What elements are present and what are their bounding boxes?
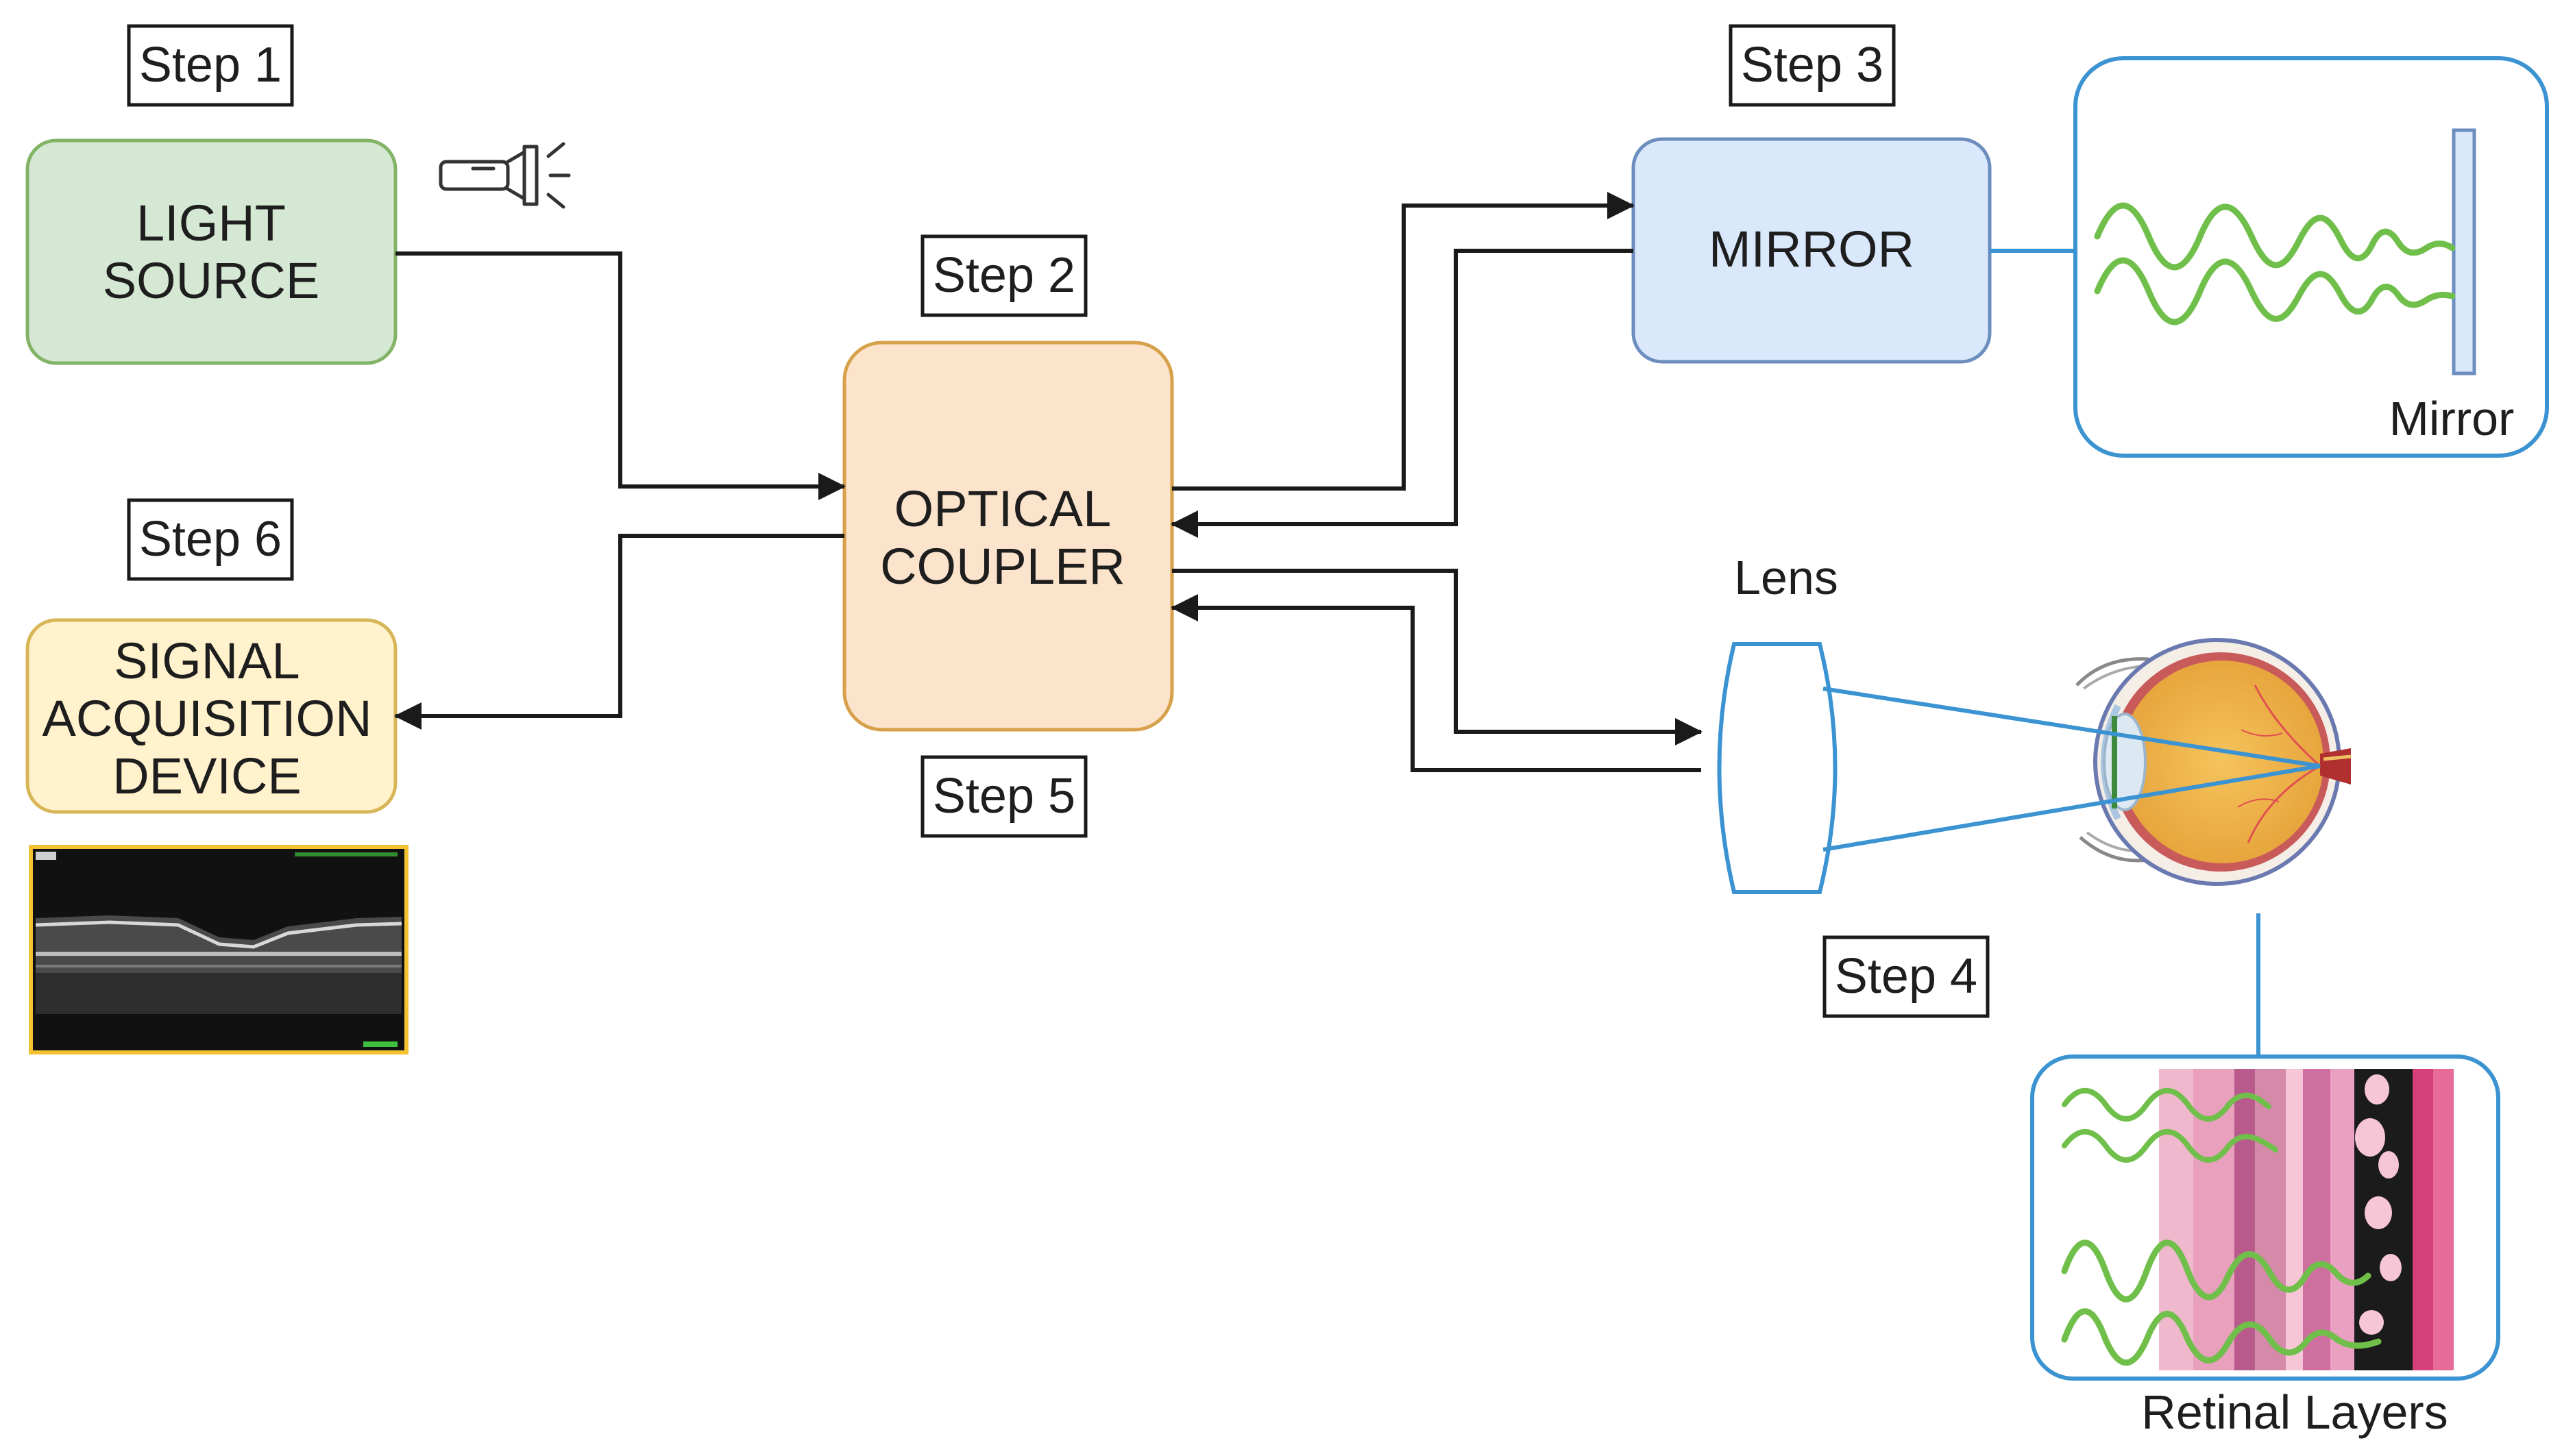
optical-coupler-line-1: OPTICAL	[894, 480, 1112, 537]
retina-wave-top-2	[2062, 1128, 2278, 1163]
connector-coupler-to-signal	[394, 534, 844, 730]
connector-coupler-to-lens	[1172, 569, 1703, 745]
step-3-text: Step 3	[1741, 38, 1883, 92]
step-1-text: Step 1	[139, 38, 282, 92]
connector-coupler-to-mirror	[1172, 192, 1635, 491]
lower-light-ray	[1822, 764, 2321, 852]
signal-acquisition-box: SIGNAL ACQUISITION DEVICE	[25, 618, 398, 814]
reflected-wave	[2094, 257, 2456, 325]
lens-shape	[1717, 642, 1838, 894]
eye-illustration	[2075, 638, 2352, 886]
step-4-text: Step 4	[1835, 949, 1977, 1004]
light-source-line-2: SOURCE	[103, 252, 320, 309]
step-6-text: Step 6	[139, 512, 282, 567]
step-6-label: Step 6	[127, 498, 294, 581]
step-3-label: Step 3	[1729, 24, 1896, 107]
mirror-caption: Mirror	[2389, 392, 2515, 445]
lens-caption: Lens	[1734, 551, 1838, 604]
retinal-layers-panel: Retinal Layers	[2030, 1054, 2500, 1439]
step-4-label: Step 4	[1822, 935, 1990, 1018]
retina-wave-bottom-2	[2061, 1308, 2382, 1366]
mirror-box-text: MIRROR	[1709, 221, 1914, 277]
connector-lens-to-coupler	[1171, 594, 1701, 772]
step-2-label: Step 2	[920, 234, 1088, 317]
incident-wave	[2094, 202, 2456, 271]
mirror-plate	[2452, 128, 2476, 375]
mirror-box: MIRROR	[1631, 137, 1992, 364]
step-5-label: Step 5	[920, 755, 1088, 838]
step-2-text: Step 2	[933, 248, 1075, 303]
optical-coupler-line-2: COUPLER	[880, 538, 1125, 595]
upper-light-ray	[1822, 687, 2321, 768]
signal-line-2: ACQUISITION	[42, 690, 371, 747]
light-source-line-1: LIGHT	[136, 195, 286, 251]
signal-line-1: SIGNAL	[114, 632, 300, 689]
connector-mirror-to-coupler	[1171, 249, 1633, 538]
retinal-layers-caption: Retinal Layers	[2141, 1385, 2448, 1439]
light-source-box: LIGHT SOURCE	[25, 138, 398, 365]
connector-source-to-coupler	[395, 251, 846, 500]
optical-coupler-box: OPTICAL COUPLER	[842, 341, 1174, 732]
signal-line-3: DEVICE	[112, 748, 302, 804]
retina-wave-bottom	[2061, 1239, 2371, 1303]
retina-wave-top	[2062, 1087, 2271, 1122]
step-5-text: Step 5	[933, 769, 1075, 824]
flashlight-icon	[439, 142, 571, 209]
mirror-callout-panel: Mirror	[2073, 56, 2549, 458]
retina-histology-image	[2159, 1069, 2454, 1370]
step-1-label: Step 1	[127, 24, 294, 107]
oct-scan-image	[29, 845, 408, 1054]
